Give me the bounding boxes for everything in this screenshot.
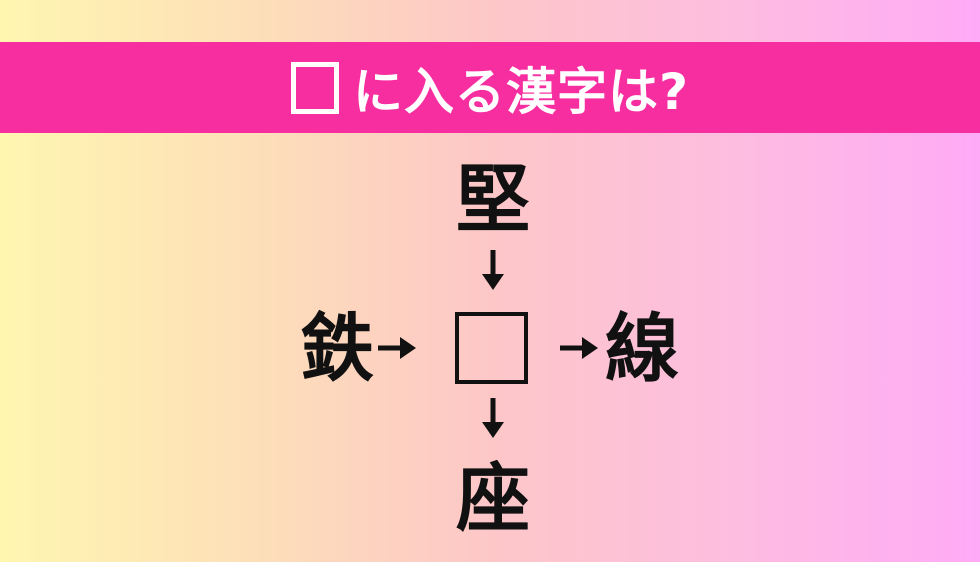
right-kanji: 線	[605, 306, 679, 392]
left-kanji: 鉄	[300, 306, 374, 392]
top-kanji: 堅	[456, 157, 530, 243]
arrow-right-icon	[378, 337, 416, 359]
arrow-down-icon	[482, 398, 504, 438]
arrow-down-icon	[482, 250, 504, 290]
bottom-kanji: 座	[456, 456, 530, 542]
arrow-right-icon	[560, 337, 598, 359]
question-text: に入る漢字は?	[352, 62, 689, 121]
blank-box-icon	[290, 61, 339, 114]
answer-blank-box	[455, 312, 528, 384]
question-banner: に入る漢字は?	[0, 42, 980, 133]
